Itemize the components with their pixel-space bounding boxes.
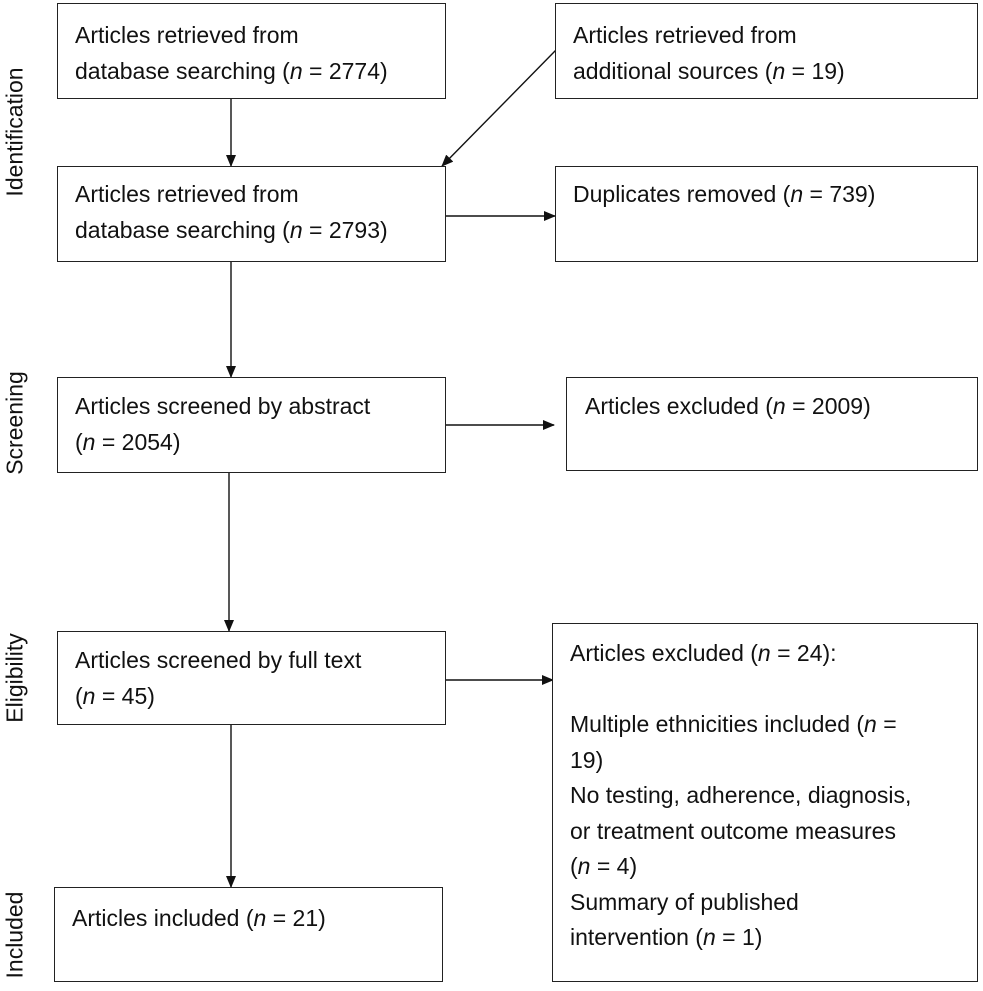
box-screened-abstract: Articles screened by abstract (n = 2054) <box>57 377 446 473</box>
box-text-line: Articles included (n = 21) <box>72 905 326 931</box>
box-text-line: Articles excluded (n = 24): <box>570 640 837 666</box>
box-text-line: Duplicates removed (n = 739) <box>573 181 876 207</box>
box-text-line: Articles screened by full text <box>75 647 362 673</box>
box-text-line: No testing, adherence, diagnosis, <box>570 782 912 808</box>
box-text-line <box>570 672 977 708</box>
box-text-line: Articles retrieved from <box>75 22 299 48</box>
box-combined-records: Articles retrieved from database searchi… <box>57 166 446 262</box>
box-text-line: Multiple ethnicities included (n = <box>570 711 897 737</box>
box-text-line: additional sources (n = 19) <box>573 58 845 84</box>
box-included: Articles included (n = 21) <box>54 887 443 982</box>
box-text-line: Articles screened by abstract <box>75 393 371 419</box>
box-text-line: (n = 45) <box>75 683 155 709</box>
box-excluded-abstract: Articles excluded (n = 2009) <box>566 377 978 471</box>
box-text-line: Articles excluded (n = 2009) <box>585 393 871 419</box>
box-text-line: 19) <box>570 746 604 773</box>
box-text-line: Summary of published <box>570 888 799 915</box>
box-text-line: Articles retrieved from <box>573 22 797 48</box>
box-duplicates-removed: Duplicates removed (n = 739) <box>555 166 978 262</box>
box-database-search: Articles retrieved from database searchi… <box>57 3 446 99</box>
box-text-line: or treatment outcome measures <box>570 817 896 844</box>
box-text-line: Articles retrieved from <box>75 181 299 207</box>
box-text-line: intervention (n = 1) <box>570 924 763 950</box>
box-text-line: (n = 4) <box>570 853 638 879</box>
arrow-additional-to-combined <box>441 49 557 167</box>
box-text-line: database searching (n = 2774) <box>75 58 388 84</box>
box-text-line: (n = 2054) <box>75 429 181 455</box>
box-text-line: database searching (n = 2793) <box>75 217 388 243</box>
box-excluded-fulltext: Articles excluded (n = 24): Multiple eth… <box>552 623 978 982</box>
box-screened-fulltext: Articles screened by full text (n = 45) <box>57 631 446 725</box>
box-additional-sources: Articles retrieved from additional sourc… <box>555 3 978 99</box>
